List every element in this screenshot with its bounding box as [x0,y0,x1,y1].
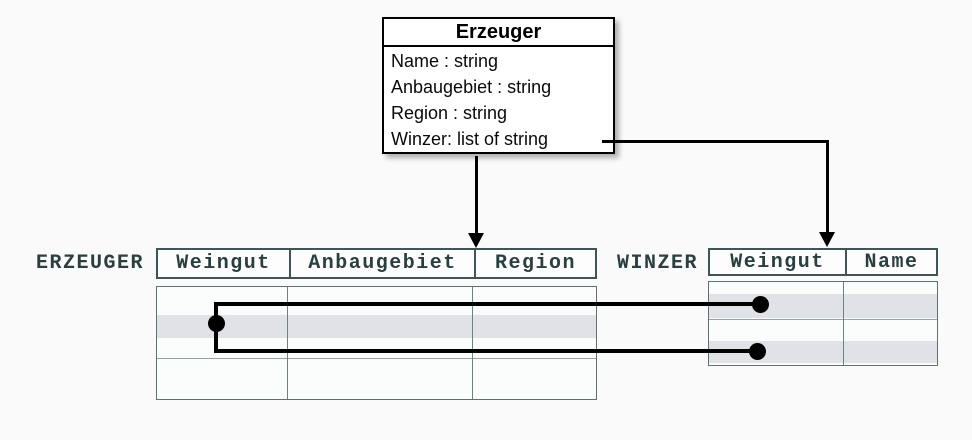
arrow-winzer-vertical-segment [825,139,829,234]
winzer-highlighted-row-2 [709,341,937,363]
erzeuger-column-separator-1 [286,287,288,399]
erzeuger-col-anbaugebiet: Anbaugebiet [289,250,474,277]
junction-dot-winzer-row-2 [748,342,766,360]
erzeuger-column-separator-2 [471,287,473,399]
winzer-row-separator [709,318,937,320]
class-attribute-name: Name : string [391,51,499,71]
winzer-table-body [708,281,938,366]
erzeuger-table-label: ERZEUGER [36,252,145,275]
winzer-col-weingut: Weingut [730,250,825,274]
class-attribute-winzer: Winzer: list of string [391,129,549,149]
arrow-class-to-erzeuger-shaft [474,156,478,235]
erzeuger-col-weingut: Weingut [176,252,271,275]
erzeuger-col-region: Region [474,250,595,277]
class-attribute-region: Region : string [391,103,508,123]
class-title: Erzeuger [384,19,613,47]
erzeuger-table-header: Weingut Anbaugebiet Region [156,248,597,279]
winzer-col-name: Name [845,250,936,274]
arrow-class-to-erzeuger-head-icon [468,233,484,248]
arrow-winzer-head-icon [819,232,835,247]
arrow-winzer-horizontal-segment [602,139,828,143]
junction-dot-winzer-row-1 [751,295,769,313]
winzer-column-separator [842,282,844,365]
winzer-highlighted-row-1 [709,294,937,318]
class-attribute-anbaugebiet: Anbaugebiet : string [391,77,552,97]
relationship-top-segment [214,302,760,306]
class-attribute-list: Name : string Anbaugebiet : string Regio… [384,47,613,152]
winzer-table-header: Weingut Name [708,248,938,276]
junction-dot-erzeuger-row [207,314,225,332]
class-box-erzeuger: Erzeuger Name : string Anbaugebiet : str… [382,17,615,154]
erzeuger-highlighted-row [157,315,596,338]
erzeuger-row-separator [157,358,596,359]
relationship-bottom-segment [214,349,757,353]
winzer-table-label: WINZER [617,252,699,275]
